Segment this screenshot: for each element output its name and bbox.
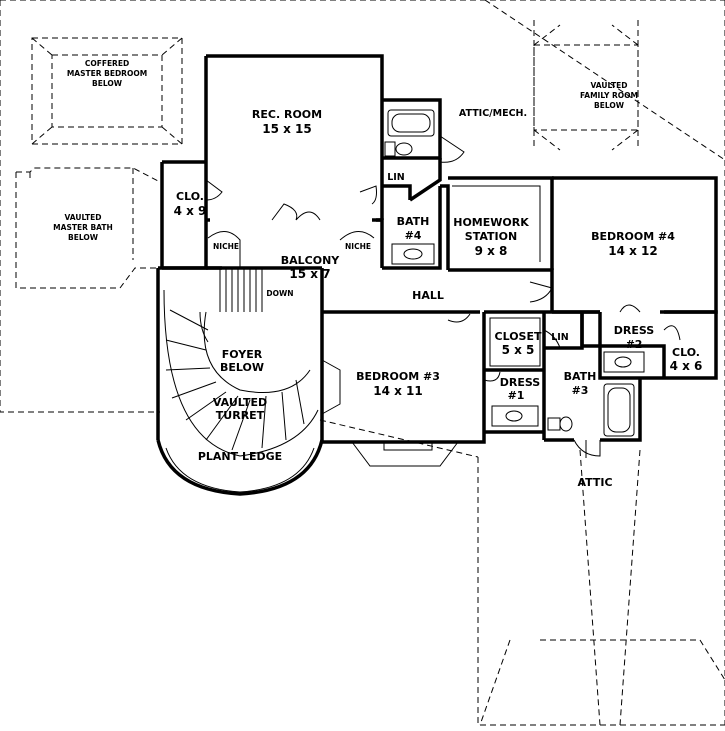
label-attic-mech: ATTIC/MECH.: [459, 108, 527, 119]
label-clo-left: CLO.: [176, 190, 204, 203]
label-vaulted-bath-3: BELOW: [68, 233, 99, 242]
label-balcony: BALCONY: [281, 254, 341, 267]
label-niche-right: NICHE: [345, 242, 371, 251]
label-bath3-num: #3: [572, 384, 589, 397]
label-foyer: FOYER: [222, 348, 263, 361]
label-homework-size: 9 x 8: [475, 244, 508, 258]
label-vaulted-turret-1: VAULTED: [213, 396, 267, 409]
label-bath4: BATH: [397, 215, 430, 228]
label-attic: ATTIC: [577, 476, 612, 489]
label-vaulted-bath-2: MASTER BATH: [53, 223, 113, 232]
label-dress1: DRESS: [500, 376, 541, 389]
label-coffered-2: MASTER BEDROOM: [67, 69, 147, 78]
label-dress1-num: #1: [508, 389, 525, 402]
bay-window: [351, 441, 459, 467]
label-station: STATION: [465, 230, 517, 243]
label-bedroom4-size: 14 x 12: [608, 244, 658, 258]
label-homework: HOMEWORK: [453, 216, 529, 229]
label-plant-ledge: PLANT LEDGE: [198, 450, 282, 463]
label-niche-left: NICHE: [213, 242, 239, 251]
label-foyer-below: BELOW: [220, 361, 264, 374]
room-labels: COFFERED MASTER BEDROOM BELOW VAULTED MA…: [53, 59, 702, 489]
doors: [205, 135, 681, 458]
label-vaulted-family-3: BELOW: [594, 101, 625, 110]
label-balcony-size: 15 x 7: [289, 267, 330, 281]
label-bedroom3: BEDROOM #3: [356, 370, 440, 383]
label-coffered-3: BELOW: [92, 79, 123, 88]
label-bath4-num: #4: [405, 229, 422, 242]
label-vaulted-bath-1: VAULTED: [65, 213, 102, 222]
label-hall: HALL: [412, 289, 444, 302]
label-lin-top: LIN: [387, 172, 405, 183]
label-vaulted-turret-2: TURRET: [216, 409, 265, 422]
label-clo-right: CLO.: [672, 346, 700, 359]
label-vaulted-family-1: VAULTED: [591, 81, 628, 90]
label-rec-room: REC. ROOM: [252, 108, 322, 121]
label-lin-mid: LIN: [551, 332, 569, 343]
label-dress2-num: #2: [626, 338, 643, 351]
label-bedroom4: BEDROOM #4: [591, 230, 675, 243]
spiral-stair: [163, 268, 341, 493]
label-vaulted-family-2: FAMILY ROOM: [580, 91, 638, 100]
label-closet-size: 5 x 5: [502, 343, 535, 357]
label-rec-room-size: 15 x 15: [262, 122, 312, 136]
label-clo-right-size: 4 x 6: [670, 359, 703, 373]
label-dress2: DRESS: [614, 324, 655, 337]
label-bath3: BATH: [564, 370, 597, 383]
label-clo-left-size: 4 x 9: [174, 204, 207, 218]
label-closet: CLOSET: [495, 330, 542, 343]
label-bedroom3-size: 14 x 11: [373, 384, 423, 398]
fixtures: [207, 109, 645, 437]
walls: [156, 54, 718, 496]
label-coffered-1: COFFERED: [85, 59, 129, 68]
label-down: DOWN: [266, 289, 293, 298]
